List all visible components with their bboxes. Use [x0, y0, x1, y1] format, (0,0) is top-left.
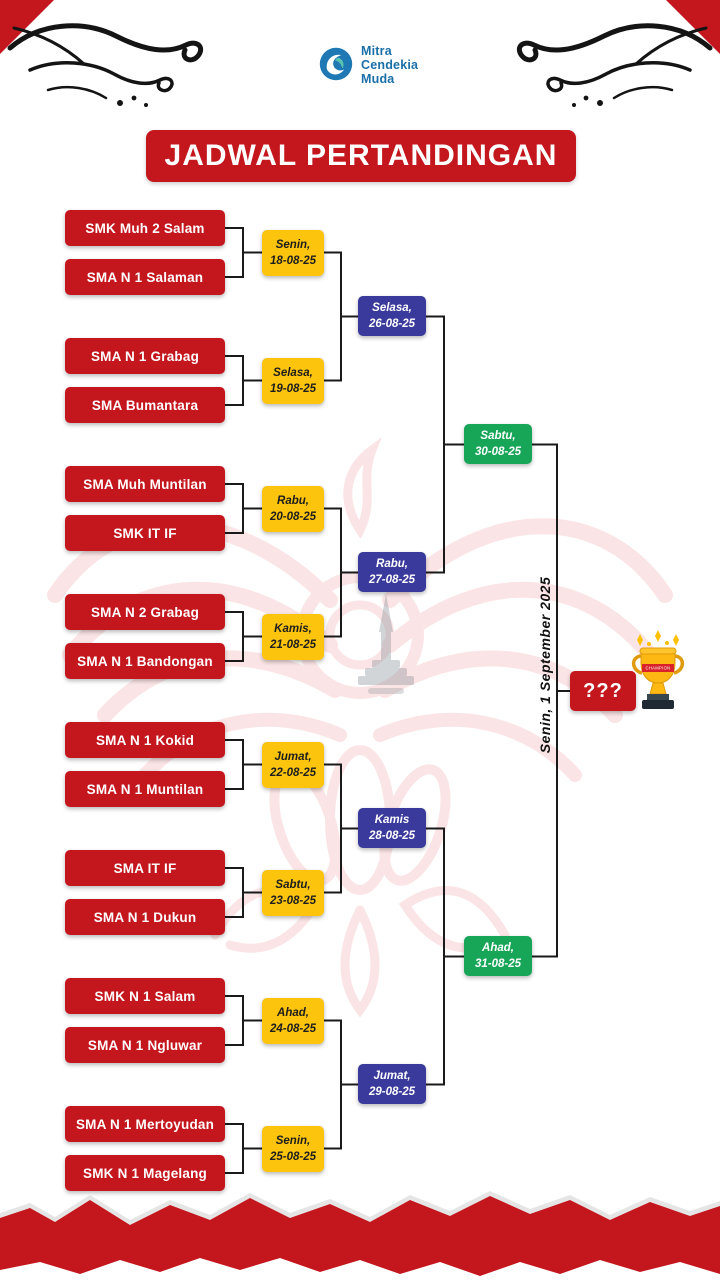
round1-date-box: Senin, 18-08-25 — [262, 230, 324, 276]
round1-date-box: Ahad, 24-08-25 — [262, 998, 324, 1044]
logo-text: Mitra Cendekia Muda — [361, 44, 418, 86]
final-date-label: Senin, 1 September 2025 — [537, 576, 553, 754]
logo-icon — [319, 47, 353, 81]
team-box: SMA N 1 Muntilan — [65, 771, 225, 807]
team-box: SMK N 1 Magelang — [65, 1155, 225, 1191]
round2-date-box: Selasa, 26-08-25 — [358, 296, 426, 336]
match-date: 31-08-25 — [474, 958, 522, 970]
corner-flourishes — [0, 0, 720, 125]
logo-line-1: Mitra — [361, 44, 392, 58]
match-date: 21-08-25 — [269, 639, 317, 651]
team-box: SMA N 1 Ngluwar — [65, 1027, 225, 1063]
team-box: SMA IT IF — [65, 850, 225, 886]
trophy-icon: CHAMPION — [631, 630, 685, 709]
match-day: Ahad, — [482, 941, 514, 954]
round1-date-box: Jumat, 22-08-25 — [262, 742, 324, 788]
team-box: SMA N 1 Grabag — [65, 338, 225, 374]
round1-date-box: Selasa, 19-08-25 — [262, 358, 324, 404]
match-day: Selasa, — [273, 366, 313, 379]
round2-date-box: Jumat, 29-08-25 — [358, 1064, 426, 1104]
match-date: 25-08-25 — [269, 1151, 317, 1163]
team-box: SMK Muh 2 Salam — [65, 210, 225, 246]
match-day: Sabtu, — [275, 878, 311, 891]
team-box: SMA Muh Muntilan — [65, 466, 225, 502]
team-box: SMA N 2 Grabag — [65, 594, 225, 630]
torn-paper-edge — [0, 1191, 720, 1280]
match-day: Rabu, — [277, 494, 309, 507]
logo-line-3: Muda — [361, 72, 395, 86]
team-box: SMA N 1 Mertoyudan — [65, 1106, 225, 1142]
semifinal-date-box: Sabtu, 30-08-25 — [464, 424, 532, 464]
match-date: 19-08-25 — [269, 383, 317, 395]
match-day: Kamis, — [274, 622, 312, 635]
match-day: Selasa, — [372, 301, 412, 314]
match-day: Kamis — [374, 813, 410, 826]
match-date: 20-08-25 — [269, 511, 317, 523]
match-date: 22-08-25 — [269, 767, 317, 779]
team-box: SMA N 1 Bandongan — [65, 643, 225, 679]
team-box: SMA Bumantara — [65, 387, 225, 423]
round1-date-box: Sabtu, 23-08-25 — [262, 870, 324, 916]
match-day: Jumat, — [274, 750, 312, 763]
team-box: SMA N 1 Dukun — [65, 899, 225, 935]
logo: Mitra Cendekia Muda — [318, 44, 418, 86]
match-day: Senin, — [275, 1134, 311, 1147]
round1-date-box: Senin, 25-08-25 — [262, 1126, 324, 1172]
match-date: 27-08-25 — [368, 574, 416, 586]
round1-date-box: Kamis, 21-08-25 — [262, 614, 324, 660]
match-date: 18-08-25 — [269, 255, 317, 267]
corner-triangle-left — [0, 0, 54, 54]
round2-date-box: Kamis 28-08-25 — [358, 808, 426, 848]
match-day: Senin, — [275, 238, 311, 251]
final-winner-box: ??? — [570, 671, 636, 711]
match-date: 26-08-25 — [368, 318, 416, 330]
match-day: Jumat, — [373, 1069, 411, 1082]
round1-date-box: Rabu, 20-08-25 — [262, 486, 324, 532]
monument-watermark — [358, 594, 414, 694]
team-box: SMA N 1 Kokid — [65, 722, 225, 758]
match-date: 24-08-25 — [269, 1023, 317, 1035]
match-date: 23-08-25 — [269, 895, 317, 907]
match-day: Rabu, — [376, 557, 408, 570]
trophy-ribbon-label: CHAMPION — [646, 666, 671, 671]
corner-triangle-right — [666, 0, 720, 54]
page-title: JADWAL PERTANDINGAN — [146, 130, 576, 182]
team-box: SMK IT IF — [65, 515, 225, 551]
round2-date-box: Rabu, 27-08-25 — [358, 552, 426, 592]
semifinal-date-box: Ahad, 31-08-25 — [464, 936, 532, 976]
match-date: 30-08-25 — [474, 446, 522, 458]
team-box: SMA N 1 Salaman — [65, 259, 225, 295]
match-date: 28-08-25 — [368, 830, 416, 842]
match-day: Ahad, — [277, 1006, 309, 1019]
logo-line-2: Cendekia — [361, 58, 419, 72]
match-day: Sabtu, — [480, 429, 516, 442]
match-date: 29-08-25 — [368, 1086, 416, 1098]
team-box: SMK N 1 Salam — [65, 978, 225, 1014]
